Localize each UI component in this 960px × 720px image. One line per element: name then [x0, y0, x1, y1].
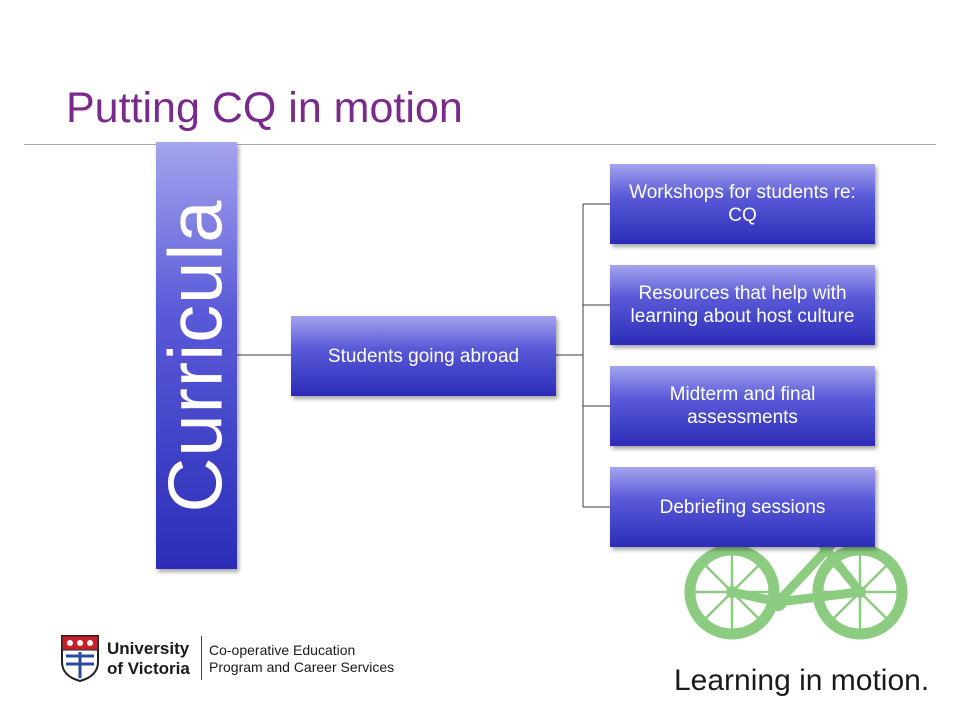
students-going-abroad-label: Students going abroad	[327, 345, 520, 367]
resources-label: Resources that help with learning about …	[630, 283, 855, 327]
debriefing-box: Debriefing sessions	[610, 467, 875, 547]
slide-title: Putting CQ in motion	[66, 84, 463, 132]
university-logo: University of Victoria Co-operative Educ…	[60, 634, 405, 684]
students-going-abroad-box: Students going abroad	[291, 316, 556, 396]
department-name: Co-operative Education Program and Caree…	[209, 642, 394, 676]
tagline: Learning in motion.	[674, 664, 930, 697]
logo-separator	[201, 636, 202, 680]
assessments-label: Midterm and final assessments	[669, 384, 816, 428]
resources-box: Resources that help with learning about …	[610, 265, 875, 345]
workshops-box: Workshops for students re: CQ	[610, 164, 875, 244]
university-line2: of Victoria	[107, 659, 190, 678]
university-name: University of Victoria	[107, 639, 190, 679]
crest-icon	[61, 635, 99, 682]
debriefing-label: Debriefing sessions	[659, 496, 826, 518]
title-divider	[24, 144, 936, 145]
department-line2: Program and Career Services	[209, 659, 395, 675]
curricula-label: Curricula	[153, 198, 239, 513]
department-line1: Co-operative Education	[209, 642, 356, 658]
university-line1: University	[107, 639, 190, 658]
bicycle-icon	[684, 540, 908, 640]
assessments-box: Midterm and final assessments	[610, 366, 875, 446]
workshops-label: Workshops for students re: CQ	[629, 182, 856, 226]
curricula-box: Curricula	[153, 142, 239, 569]
